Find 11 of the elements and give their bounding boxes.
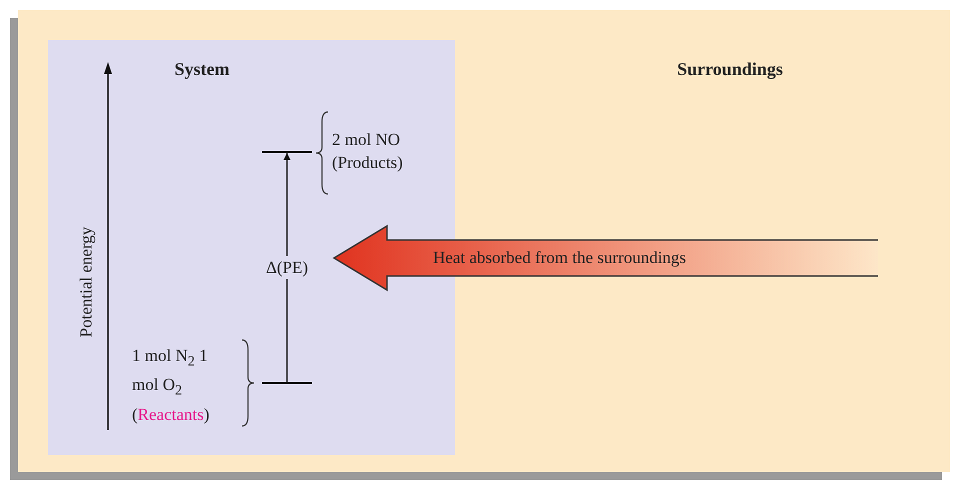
arrow bbox=[284, 153, 290, 382]
region-title: Surroundings bbox=[677, 58, 783, 81]
edge-label: Δ(PE) bbox=[264, 256, 310, 278]
energy-level-line bbox=[262, 382, 312, 384]
arrow-label: Heat absorbed from the surroundings bbox=[433, 247, 686, 269]
axis-label: Potential energy bbox=[76, 226, 96, 338]
region-title: System bbox=[174, 58, 230, 81]
level-caption: 2 mol NO (Products) bbox=[332, 129, 404, 174]
energy-level-line bbox=[262, 151, 312, 153]
surroundings-region bbox=[18, 10, 950, 472]
level-caption: 1 mol N$_{2}$ 1 mol O$_{2}$ (Reactants) bbox=[132, 345, 210, 426]
